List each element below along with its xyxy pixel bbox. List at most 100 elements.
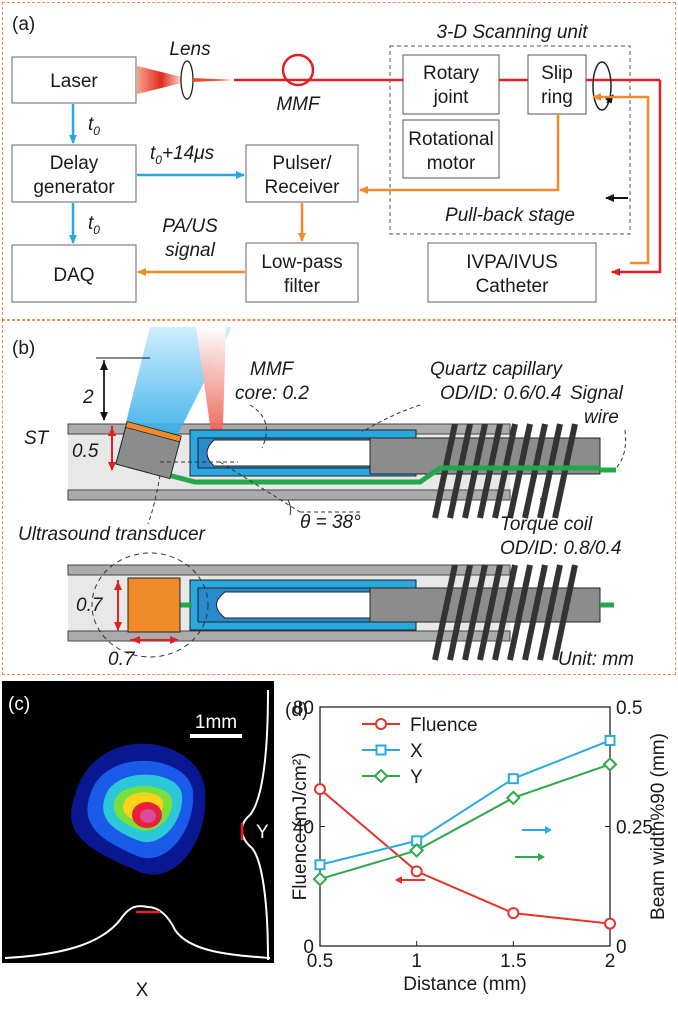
catheter-box	[427, 242, 597, 303]
left-tick-label: 40	[293, 818, 314, 839]
legend-marker	[375, 744, 387, 756]
panel-b-label: (b)	[12, 338, 35, 359]
catheter-side-view: 2 ST 0.5 θ = 38° MMF core: 0.2 Quartz ca…	[18, 327, 627, 559]
catheter-to-slip-signal	[592, 93, 650, 265]
quartz-capillary-label: Quartz capillary	[430, 359, 563, 380]
x-profile-curve	[4, 905, 271, 959]
panel-a: (a) Laser Lens MMF 3-D Scanning unit Rot…	[11, 14, 662, 303]
point-y	[505, 790, 521, 806]
x-axis-image-label: X	[136, 980, 149, 1001]
right-tick-label: 0.25	[616, 818, 653, 839]
dim-05-label: 0.5	[72, 441, 99, 462]
delay-generator-box	[11, 144, 137, 203]
mmf-label: MMF	[276, 94, 321, 115]
lens-icon	[180, 60, 194, 100]
slip-ring-label: Slip	[541, 63, 573, 84]
low-pass-filter-label-2: filter	[284, 276, 321, 297]
lens-label: Lens	[169, 39, 211, 60]
point-fluence	[507, 907, 520, 920]
panel-b: (b)	[12, 327, 634, 670]
torque-coil-label: Torque coil	[500, 514, 593, 535]
left-tick-label: 0	[303, 937, 314, 958]
rotary-joint-label: Rotary	[423, 63, 479, 84]
point-fluence	[410, 865, 423, 878]
point-y	[312, 871, 328, 887]
scanning-unit-title: 3-D Scanning unit	[436, 22, 588, 43]
mmf-core-label-2: core: 0.2	[235, 383, 309, 404]
focused-beam	[193, 78, 234, 82]
legend-label-x: X	[410, 741, 423, 762]
ultrasound-transducer-square	[127, 577, 181, 633]
torque-coil-top	[432, 564, 578, 661]
unit-label: Unit: mm	[558, 649, 634, 670]
x-axis-arrow-head	[545, 826, 552, 834]
left-tick-label: 80	[293, 698, 314, 719]
laser-beam	[137, 66, 186, 94]
y-axis-arrow-head	[538, 853, 545, 861]
pulser-receiver-label-2: Receiver	[265, 177, 341, 198]
panel-d-label: (d)	[285, 700, 308, 721]
slip-ring-box	[527, 54, 587, 115]
y-axis-label: Y	[256, 822, 269, 843]
transducer-highlight	[91, 552, 209, 658]
panel-a-label: (a)	[12, 14, 35, 35]
catheter-label: IVPA/IVUS	[466, 252, 558, 273]
point-fluence	[604, 917, 616, 930]
theta-label: θ = 38°	[300, 512, 361, 533]
laser-label: Laser	[50, 71, 98, 92]
torque-coil	[432, 423, 578, 519]
right-axis-label: Beam width%90 (mm)	[648, 733, 669, 920]
delay-generator-label: Delay	[50, 153, 99, 174]
low-pass-filter-box	[245, 242, 359, 303]
left-axis-label: Fluence (mJ/cm²)	[290, 753, 311, 901]
legend-label-fluence: Fluence	[410, 715, 478, 736]
daq-label: DAQ	[53, 265, 94, 286]
rotary-joint-box	[402, 54, 500, 115]
dim-07-height-label: 0.7	[76, 595, 104, 616]
catheter-label-2: Catheter	[476, 276, 550, 297]
delay-generator-label-2: generator	[33, 177, 115, 198]
quartz-capillary-label-2: OD/ID: 0.6/0.4	[440, 383, 561, 404]
daq-box	[11, 244, 137, 303]
slip-ring-label-2: ring	[541, 87, 573, 108]
series-line-y	[319, 763, 611, 881]
point-x	[314, 859, 326, 871]
right-tick-label: 0.5	[616, 698, 642, 719]
low-pass-filter-label: Low-pass	[261, 252, 342, 273]
torque-coil-label-2: OD/ID: 0.8/0.4	[500, 538, 621, 559]
x-tick-label: 0.5	[307, 951, 333, 972]
pa-us-signal-label: PA/US	[162, 216, 218, 237]
legend-marker	[375, 718, 387, 730]
x-tick-label: 2	[605, 951, 616, 972]
scale-bar-label: 1mm	[195, 712, 237, 733]
st-label: ST	[24, 428, 50, 449]
pulser-receiver-label: Pulser/	[272, 153, 332, 174]
signal-wire-label: Signal	[570, 383, 624, 404]
catheter-top-view: 0.7 0.7 Unit: mm	[67, 552, 634, 670]
point-fluence	[314, 783, 326, 796]
dim-2-label: 2	[82, 387, 94, 408]
x-tick-label: 1.5	[500, 951, 526, 972]
right-tick-label: 0	[616, 937, 627, 958]
light-beam	[196, 327, 226, 460]
legend-label-y: Y	[410, 767, 423, 788]
x-tick-label: 1	[411, 951, 422, 972]
series-line-x	[319, 739, 611, 866]
slip-to-pulser-signal	[359, 114, 560, 194]
pa-us-signal-label-2: signal	[165, 240, 215, 261]
point-x	[507, 773, 519, 785]
fluence-axis-arrow-head	[395, 876, 402, 884]
panel-b-frame	[2, 320, 676, 675]
legend-marker	[373, 768, 389, 784]
signal-wire-label-2: wire	[584, 407, 619, 428]
beam-peak	[140, 809, 156, 823]
panel-c: 1mm Y X (c)	[2, 681, 274, 1001]
ultrasound-transducer-label: Ultrasound transducer	[18, 524, 206, 545]
x-axis-label: Distance (mm)	[403, 974, 527, 995]
point-y	[409, 842, 425, 858]
t0-label-1: t0	[88, 114, 100, 138]
rotational-motor-box	[402, 119, 500, 179]
rotary-joint-label-2: joint	[433, 87, 470, 108]
